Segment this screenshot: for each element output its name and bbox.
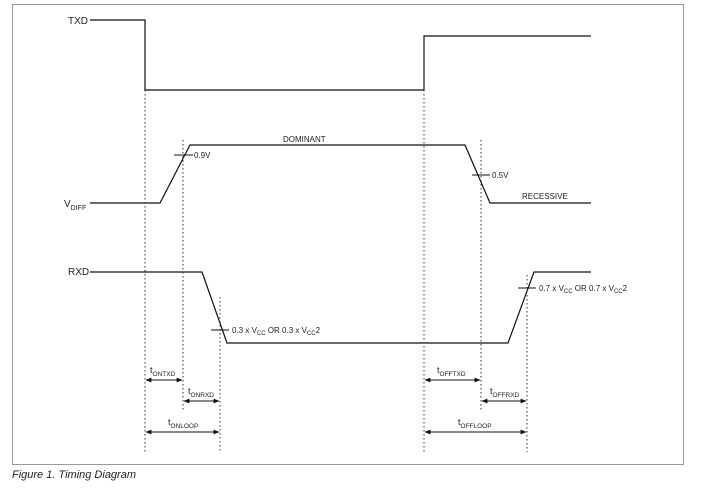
label-t-onrxd: tONRXD [188, 386, 214, 399]
txd-label: TXD [68, 16, 88, 27]
vdiff-waveform [90, 144, 591, 204]
dominant-label: DOMINANT [283, 135, 326, 144]
threshold-ticks [174, 154, 536, 331]
rxd-label: RXD [68, 267, 89, 278]
figure-frame [12, 4, 684, 465]
vdiff-label: VDIFF [64, 199, 86, 212]
timing-arrows [145, 377, 527, 435]
reference-lines [144, 90, 528, 452]
rxd-low-threshold-label: 0.3 x VCC OR 0.3 x VCC2 [232, 326, 321, 337]
threshold-05v-label: 0.5V [492, 171, 509, 180]
recessive-label: RECESSIVE [522, 192, 568, 201]
rxd-high-threshold-label: 0.7 x VCC OR 0.7 x VCC2 [539, 284, 628, 295]
timing-diagram: TXD VDIFF RXD DOMINANT RECESSIVE 0.9V 0.… [64, 16, 628, 452]
figure-caption: Figure 1. Timing Diagram [12, 469, 136, 481]
label-t-ontxd: tONTXD [150, 365, 176, 378]
txd-waveform [90, 19, 591, 91]
label-t-offloop: tOFFLOOP [458, 417, 492, 430]
label-t-offrxd: tOFFRXD [490, 386, 520, 399]
waveforms [90, 19, 591, 344]
rxd-waveform [90, 271, 591, 344]
threshold-09v-label: 0.9V [194, 151, 211, 160]
label-t-onloop: tONLOOP [168, 417, 198, 430]
label-t-offtxd: tOFFTXD [437, 365, 466, 378]
